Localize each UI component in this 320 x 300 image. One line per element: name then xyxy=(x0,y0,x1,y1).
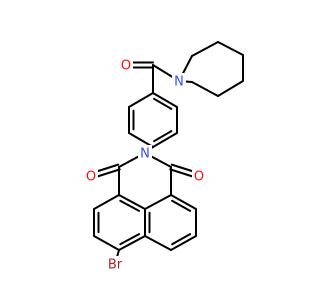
bond-double xyxy=(95,163,120,173)
bond xyxy=(128,132,154,148)
bond xyxy=(128,92,154,108)
bond xyxy=(118,235,146,251)
label-bg xyxy=(192,168,206,184)
bond-double xyxy=(96,168,121,178)
atom-o-imide-left: O xyxy=(86,170,96,185)
bond-inner xyxy=(119,233,141,246)
molecule-diagram: O N N O O Br xyxy=(84,41,244,273)
bond-inner xyxy=(153,97,173,110)
structure-svg: O N N O O Br xyxy=(84,41,244,273)
bond-br xyxy=(116,249,120,258)
atom-labels-layer: O N N O O Br xyxy=(84,57,206,273)
label-bg xyxy=(84,168,98,184)
label-bg xyxy=(138,145,152,161)
atom-n-imide: N xyxy=(140,147,150,162)
label-bg xyxy=(104,256,126,272)
bond-inner xyxy=(171,233,192,246)
bond xyxy=(93,194,120,210)
bond-inner xyxy=(171,199,192,212)
bond xyxy=(191,41,219,57)
bond-inner xyxy=(153,130,173,143)
atom-o-imide-right: O xyxy=(194,170,204,185)
bond xyxy=(144,194,172,210)
atom-n-piperidine: N xyxy=(174,75,184,90)
bond xyxy=(217,80,244,97)
label-bg xyxy=(172,73,186,89)
bond-double xyxy=(170,163,195,173)
bond xyxy=(170,235,197,251)
bond xyxy=(217,41,244,56)
bond-double xyxy=(169,168,194,178)
bond xyxy=(152,92,178,108)
bond xyxy=(144,235,172,251)
bond xyxy=(191,81,219,97)
label-bg xyxy=(119,57,133,73)
bond xyxy=(170,194,197,210)
bond xyxy=(93,235,120,251)
bond xyxy=(118,194,146,210)
atom-br: Br xyxy=(108,258,123,273)
atom-o-amide: O xyxy=(121,59,131,74)
bond xyxy=(152,132,178,148)
bond-inner xyxy=(119,199,141,212)
bonds-layer xyxy=(93,41,244,258)
